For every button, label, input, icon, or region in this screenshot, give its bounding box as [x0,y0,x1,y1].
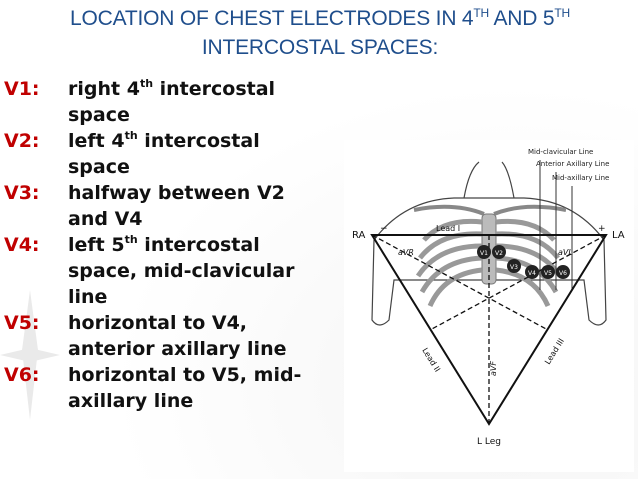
v5-dot [541,265,555,279]
electrode-description: halfway between V2 and V4 [68,180,285,232]
list-item-v3: V3: halfway between V2 and V4 [4,180,344,232]
avr-line [371,234,549,331]
desc-text: left 5 [68,234,125,256]
v4-dot [525,265,539,279]
list-item-v4: V4: left 5th intercostal space, mid-clav… [4,232,344,310]
v2-label: V2 [495,250,503,257]
avl-label: aVL [558,248,573,257]
l-leg-label: L Leg [477,437,501,447]
avf-label: aVF [489,361,498,376]
desc-text: intercostal [137,130,260,152]
electrode-description: horizontal to V5, mid- axillary line [68,362,301,414]
diagram-svg: Mid-clavicular Line Anterior Axillary Li… [352,148,625,447]
electrode-list: V1: right 4th intercostal space V2: left… [4,76,344,414]
electrode-description: right 4th intercostal space [68,76,275,128]
mid-clavicular-label: Mid-clavicular Line [528,148,593,156]
v6-dot [556,265,570,279]
v6-label: V6 [559,270,567,277]
desc-text: horizontal to V5, mid- [68,364,302,386]
neck-outline [463,161,515,199]
desc-text: intercostal [137,234,260,256]
mid-axillary-label: Mid-axillary Line [552,174,609,182]
title-sup-2: TH [554,6,570,20]
v4-label: V4 [528,270,536,277]
electrode-placement-diagram: Mid-clavicular Line Anterior Axillary Li… [344,140,634,472]
desc-line: axillary line [68,390,194,412]
desc-line: anterior axillary line [68,338,287,360]
electrode-label: V5: [4,312,40,334]
slide-title: LOCATION OF CHEST ELECTRODES IN 4TH AND … [20,4,620,62]
title-text-1: LOCATION OF CHEST ELECTRODES IN 4 [70,7,474,30]
lead3-label: Lead III [543,337,566,366]
compass-watermark-icon [0,290,60,420]
avl-line [429,234,607,331]
title-line-2: INTERCOSTAL SPACES: [201,36,439,59]
desc-sup: th [139,77,154,90]
v5-label: V5 [544,270,552,277]
electrode-description: left 4th intercostal space [68,128,260,180]
desc-text: right 4 [68,78,140,100]
lead1-label: Lead I [436,224,460,233]
title-sup-1: TH [473,6,490,20]
electrode-label: V4: [4,234,40,256]
avr-label: aVR [398,248,414,257]
list-item-v5: V5: horizontal to V4, anterior axillary … [4,310,344,362]
v1-dot [477,245,491,259]
desc-text: left 4 [68,130,125,152]
lead2-label: Lead II [420,346,442,373]
electrode-label: V3: [4,182,40,204]
clavicle-left [413,204,485,216]
clavicle-right [493,204,567,216]
la-label: LA [612,230,625,241]
desc-sup: th [124,233,138,246]
v1-label: V1 [480,250,488,257]
electrode-description: horizontal to V4, anterior axillary line [68,310,286,362]
desc-line: line [68,286,108,308]
minus-ra: − [380,224,388,234]
desc-text: intercostal [153,78,276,100]
title-text-2: AND 5 [489,7,555,30]
v3-dot [507,259,521,273]
desc-line: space, mid-clavicular [68,260,295,282]
desc-text: halfway between V2 [68,182,285,204]
list-item-v6: V6: horizontal to V5, mid- axillary line [4,362,344,414]
desc-sup: th [124,129,138,142]
electrode-label: V1: [4,78,40,100]
desc-text: horizontal to V4, [68,312,248,334]
plus-la: + [598,224,606,234]
desc-line: space [68,104,130,126]
desc-line: and V4 [68,208,143,230]
ra-label: RA [352,230,366,241]
chest-electrodes: V1 V2 V3 V4 V5 V6 [477,245,570,279]
list-item-v2: V2: left 4th intercostal space [4,128,344,180]
electrode-description: left 5th intercostal space, mid-clavicul… [68,232,295,310]
v3-label: V3 [510,264,518,271]
desc-line: space [68,156,130,178]
electrode-label: V2: [4,130,40,152]
v2-dot [492,245,506,259]
electrode-label: V6: [4,364,40,386]
list-item-v1: V1: right 4th intercostal space [4,76,344,128]
anterior-axillary-label: Anterior Axillary Line [536,160,609,168]
